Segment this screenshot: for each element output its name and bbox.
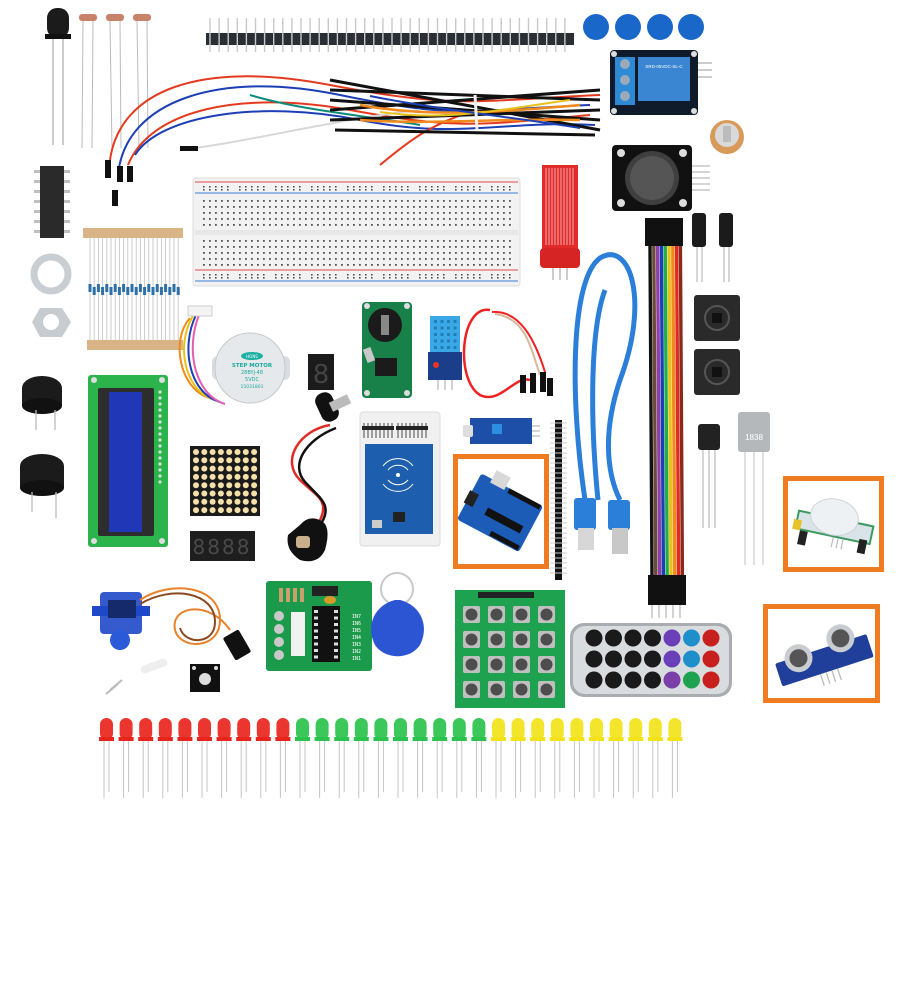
led	[236, 718, 252, 798]
ir-receiver: 1838	[738, 412, 770, 565]
led	[177, 718, 193, 798]
svg-text:8888: 8888	[193, 535, 252, 559]
svg-text:STEP MOTOR: STEP MOTOR	[232, 363, 273, 369]
led	[99, 718, 114, 798]
rfid-reader	[359, 411, 441, 547]
sound-sensor	[463, 418, 540, 444]
button-caps	[583, 14, 704, 40]
led	[510, 718, 526, 798]
breadboard	[192, 177, 521, 287]
four-digit-display: 8888	[190, 531, 255, 561]
uno-board-highlight	[453, 454, 549, 569]
led	[255, 718, 271, 798]
led	[667, 718, 683, 798]
arduino-uno-board	[458, 470, 543, 552]
led	[432, 718, 448, 798]
ir-receiver-led	[45, 8, 71, 145]
rtc-module	[362, 302, 412, 398]
rfid-key-fob	[371, 572, 424, 657]
svg-text:8: 8	[313, 360, 330, 390]
ultrasonic-sensor	[775, 624, 874, 687]
stepper-motor: HONS STEP MOTOR 28BYJ-48 5VDC 15031801	[178, 305, 290, 405]
led	[491, 718, 506, 798]
pir-motion-sensor	[792, 498, 875, 555]
led	[530, 718, 546, 798]
jumper-wires	[109, 75, 601, 176]
svg-text:15031801: 15031801	[241, 384, 264, 390]
tilt-switches	[692, 213, 733, 282]
push-buttons	[694, 295, 740, 395]
led	[451, 718, 467, 798]
joystick-module	[612, 145, 710, 211]
buzzers	[20, 376, 64, 518]
driver-pin-label: IN7	[352, 614, 361, 620]
usb-plugs	[574, 498, 630, 554]
ir-remote	[570, 623, 732, 697]
servo-motor	[92, 587, 251, 661]
led	[216, 718, 232, 798]
driver-pin-label: IN2	[352, 649, 361, 655]
nut	[32, 308, 71, 337]
rotary-encoder	[190, 664, 220, 692]
led	[157, 718, 173, 798]
led	[314, 718, 330, 798]
dht11-sensor	[428, 316, 462, 390]
svg-text:HONS: HONS	[246, 354, 258, 359]
svg-text:1838: 1838	[745, 433, 763, 442]
driver-pin-label: IN5	[352, 628, 361, 634]
potentiometer	[710, 120, 744, 154]
ic-chip	[34, 166, 70, 238]
ultrasonic-sensor-highlight	[763, 604, 880, 703]
driver-pin-label: IN6	[352, 621, 361, 627]
washer	[30, 253, 72, 295]
led	[275, 718, 291, 798]
driver-pin-label: IN1	[352, 656, 361, 662]
led-row	[99, 718, 683, 798]
led	[608, 718, 624, 798]
led	[569, 718, 585, 798]
wire-loop	[462, 308, 553, 399]
led	[353, 718, 369, 798]
keypad-4x4	[455, 590, 565, 708]
jumper-ends	[105, 146, 198, 206]
led	[373, 718, 389, 798]
temperature-sensor	[698, 424, 720, 528]
svg-text:5VDC: 5VDC	[245, 377, 259, 383]
led	[295, 718, 310, 798]
led	[118, 718, 134, 798]
photoresistors	[79, 14, 151, 149]
led	[138, 718, 154, 798]
led	[647, 718, 663, 798]
pir-sensor-highlight	[783, 476, 884, 572]
water-level-sensor	[540, 165, 580, 280]
led	[197, 718, 212, 798]
relay-module: SRD-05VDC-SL-C	[610, 50, 712, 115]
svg-text:28BYJ-48: 28BYJ-48	[241, 370, 263, 376]
svg-text:SRD-05VDC-SL-C: SRD-05VDC-SL-C	[645, 64, 683, 69]
led	[589, 718, 604, 798]
driver-pin-label: IN4	[352, 635, 361, 641]
battery-clip	[287, 392, 352, 562]
ribbon-dupont-wires	[645, 218, 686, 618]
led	[549, 718, 565, 798]
led	[412, 718, 428, 798]
pin-header-strip	[206, 18, 574, 52]
vertical-pin-header	[550, 420, 567, 580]
led	[471, 718, 487, 798]
led	[334, 718, 350, 798]
resistors	[83, 228, 183, 350]
single-seven-segment: 8	[308, 354, 334, 390]
servo-accessories	[105, 658, 168, 695]
usb-cable	[572, 252, 638, 502]
led	[628, 718, 644, 798]
driver-pin-label: IN3	[352, 642, 361, 648]
led	[393, 718, 408, 798]
lcd-1602	[88, 375, 168, 547]
led-matrix	[190, 446, 260, 516]
